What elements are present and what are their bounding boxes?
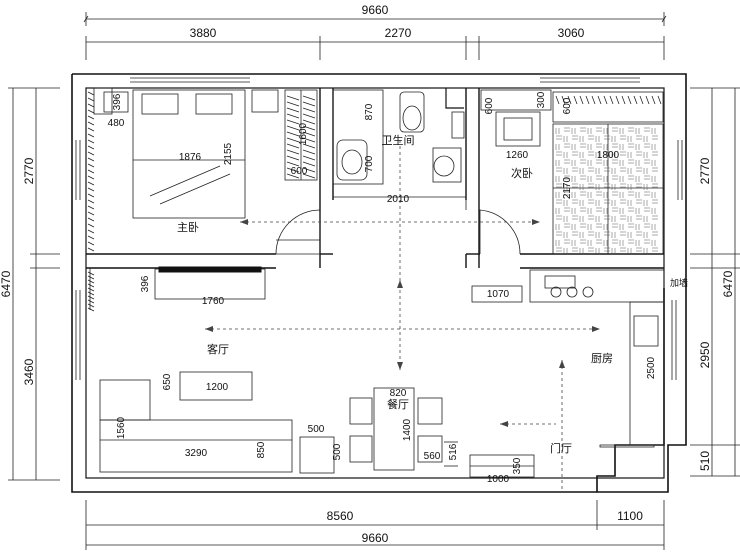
sofa-seat-dim: 850 <box>256 441 267 458</box>
top-dimension-lines <box>83 12 667 60</box>
dining-w-dim: 820 <box>390 388 407 399</box>
bottom-seg-2-dim: 1100 <box>617 509 643 523</box>
room-label-dining: 餐厅 <box>387 397 409 411</box>
bed-tile-pattern <box>555 127 658 254</box>
room-label-entrance: 门厅 <box>550 441 572 455</box>
cabinet-hatching <box>555 95 662 105</box>
second-bedroom <box>480 89 664 255</box>
sofa-w-dim: 3290 <box>185 448 208 459</box>
bottom-seg-1-dim: 8560 <box>327 509 354 523</box>
wardrobe-d-dim: 600 <box>291 166 308 177</box>
circulation-lines <box>205 140 600 492</box>
right-seg-2-dim: 2950 <box>698 341 712 368</box>
bed-w-dim: 1876 <box>179 152 202 163</box>
bed-l-dim: 2155 <box>223 142 234 165</box>
right-seg-3-dim: 510 <box>698 451 712 471</box>
tv-d-dim: 396 <box>140 275 151 292</box>
counter-dim: 2500 <box>646 356 657 379</box>
side-d-dim: 500 <box>332 443 343 460</box>
bed2-w-dim: 1800 <box>597 150 620 161</box>
chair-d-dim: 516 <box>448 443 459 460</box>
dining-l-dim: 1400 <box>402 418 413 441</box>
left-window-hatch <box>87 91 95 312</box>
entrance <box>469 454 535 478</box>
top-seg-1-dim: 3880 <box>190 26 217 40</box>
living-room <box>89 266 335 474</box>
nightstand-d-dim: 480 <box>108 118 125 129</box>
extra-wall-label: 加墙 <box>670 277 688 289</box>
fridge-dim: 1070 <box>487 289 510 300</box>
top-total-dim: 9660 <box>362 3 389 17</box>
left-seg-2-dim: 3460 <box>22 358 36 385</box>
right-total-dim: 6470 <box>721 270 735 297</box>
wardrobe-l-dim: 1600 <box>298 122 309 145</box>
tv-w-dim: 1760 <box>202 296 225 307</box>
room-label-kitchen: 厨房 <box>591 352 613 365</box>
bottom-dimension-lines <box>85 500 665 550</box>
shower-l-dim: 870 <box>364 103 375 120</box>
right-dimension-lines <box>690 87 740 477</box>
bathroom <box>332 88 465 185</box>
room-label-master-bedroom: 主卧 <box>177 221 199 234</box>
room-label-bathroom: 卫生间 <box>382 133 415 147</box>
coffee-d-dim: 650 <box>162 373 173 390</box>
master-bedroom <box>93 87 318 219</box>
wardrobe-hatching <box>286 95 316 179</box>
desk-d-dim: 600 <box>484 97 495 114</box>
shoe-d-dim: 350 <box>512 457 523 474</box>
coffee-w-dim: 1200 <box>206 382 229 393</box>
desk-w-dim: 1260 <box>506 150 529 161</box>
right-seg-1-dim: 2770 <box>698 157 712 184</box>
room-label-second-bedroom: 次卧 <box>511 166 533 180</box>
left-total-dim: 6470 <box>0 270 13 297</box>
door-swings <box>275 200 521 255</box>
shoe-w-dim: 1000 <box>487 474 510 485</box>
dining-area <box>349 387 458 471</box>
chair-w-dim: 560 <box>424 451 441 462</box>
side-w-dim: 500 <box>308 424 325 435</box>
nightstand-w-dim: 396 <box>112 93 123 110</box>
bath-w-dim: 2010 <box>387 194 410 205</box>
bottom-total-dim: 9660 <box>362 531 389 545</box>
kitchen <box>471 269 665 448</box>
left-dimension-lines <box>8 87 60 481</box>
bed2-l-dim: 2170 <box>562 176 573 199</box>
basin-l-dim: 700 <box>364 155 375 172</box>
room-label-living-room: 客厅 <box>207 342 229 356</box>
cabinet-h-dim: 300 <box>536 91 547 108</box>
cabinet2-d-dim: 600 <box>562 97 573 114</box>
sofa-d-dim: 1560 <box>116 416 127 439</box>
top-seg-3-dim: 3060 <box>558 26 585 40</box>
top-seg-2-dim: 2270 <box>385 26 412 40</box>
outer-walls <box>71 73 687 493</box>
left-seg-1-dim: 2770 <box>22 157 36 184</box>
